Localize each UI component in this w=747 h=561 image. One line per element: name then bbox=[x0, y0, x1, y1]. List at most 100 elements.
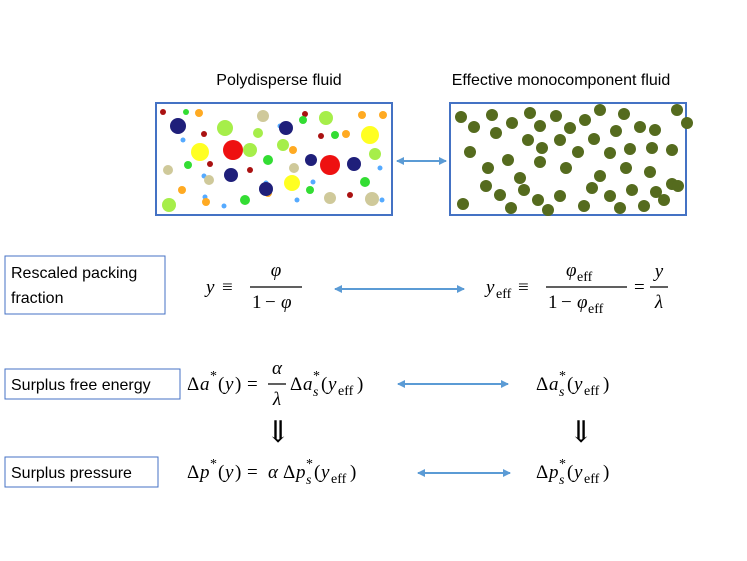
polydisperse-particle bbox=[223, 140, 243, 160]
svg-text:): ) bbox=[357, 374, 363, 395]
svg-text:eff: eff bbox=[584, 472, 600, 487]
svg-text:eff: eff bbox=[496, 287, 512, 302]
polydisperse-particle bbox=[253, 128, 263, 138]
monocomponent-particle bbox=[505, 202, 517, 214]
polydisperse-particles bbox=[160, 109, 387, 212]
free-energy-formula: Δ a * ( y ) = α λ Δ a * s ( y eff ) bbox=[187, 358, 363, 410]
monocomponent-particle bbox=[532, 194, 544, 206]
polydisperse-particle bbox=[277, 139, 289, 151]
svg-text:): ) bbox=[603, 462, 609, 483]
polydisperse-particle bbox=[180, 137, 186, 143]
svg-text:eff: eff bbox=[588, 302, 604, 317]
svg-text:): ) bbox=[350, 462, 356, 483]
effective-free-energy-formula: Δ a * s ( y eff ) bbox=[536, 369, 609, 400]
monocomponent-particle bbox=[554, 134, 566, 146]
monocomponent-particle bbox=[618, 108, 630, 120]
monocomponent-particle bbox=[614, 202, 626, 214]
polydisperse-particle bbox=[305, 154, 317, 166]
svg-text:s: s bbox=[559, 473, 565, 488]
monocomponent-particle bbox=[626, 184, 638, 196]
monocomponent-particle bbox=[572, 146, 584, 158]
polydisperse-particle bbox=[162, 198, 176, 212]
polydisperse-particle bbox=[347, 192, 353, 198]
monocomponent-particle bbox=[506, 117, 518, 129]
monocomponent-title: Effective monocomponent fluid bbox=[452, 72, 671, 89]
polydisperse-particle bbox=[318, 133, 324, 139]
polydisperse-particle bbox=[324, 192, 336, 204]
monocomponent-particle bbox=[672, 180, 684, 192]
svg-text:p: p bbox=[198, 462, 210, 483]
polydisperse-particle bbox=[170, 118, 186, 134]
svg-text:a: a bbox=[549, 374, 559, 395]
monocomponent-particle bbox=[666, 144, 678, 156]
svg-text:y: y bbox=[326, 374, 337, 395]
effective-packing-fraction-formula: y eff ≡ φ eff 1 − φ eff = y λ bbox=[484, 260, 668, 317]
svg-text:s: s bbox=[559, 385, 565, 400]
svg-text:p: p bbox=[294, 462, 306, 483]
svg-text:): ) bbox=[235, 374, 241, 395]
svg-text:(: ( bbox=[314, 462, 320, 483]
monocomponent-particle bbox=[624, 143, 636, 155]
svg-text:*: * bbox=[559, 457, 566, 472]
monocomponent-particle bbox=[554, 190, 566, 202]
polydisperse-particle bbox=[379, 197, 385, 203]
monocomponent-particle bbox=[658, 194, 670, 206]
polydisperse-particle bbox=[306, 186, 314, 194]
svg-text:=: = bbox=[247, 462, 258, 483]
polydisperse-particle bbox=[184, 161, 192, 169]
polydisperse-particle bbox=[247, 167, 253, 173]
svg-text:*: * bbox=[559, 369, 566, 384]
free-energy-label: Surplus free energy bbox=[11, 377, 151, 394]
monocomponent-particle bbox=[455, 111, 467, 123]
monocomponent-particle bbox=[534, 120, 546, 132]
svg-text:*: * bbox=[210, 457, 217, 472]
polydisperse-particle bbox=[310, 179, 316, 185]
monocomponent-particle bbox=[644, 166, 656, 178]
monocomponent-particle bbox=[468, 121, 480, 133]
monocomponent-particle bbox=[638, 200, 650, 212]
pressure-label: Surplus pressure bbox=[11, 465, 132, 482]
svg-text:Δ: Δ bbox=[187, 462, 199, 483]
polydisperse-particle bbox=[202, 198, 210, 206]
polydisperse-particle bbox=[302, 111, 308, 117]
polydisperse-particle bbox=[284, 175, 300, 191]
packing-fraction-formula: y ≡ φ 1 − φ bbox=[204, 260, 302, 313]
monocomponent-particle bbox=[604, 190, 616, 202]
monocomponent-particle bbox=[480, 180, 492, 192]
pressure-formula: Δ p * ( y ) = α Δ p * s ( y eff ) bbox=[187, 457, 356, 488]
svg-text:φ: φ bbox=[577, 292, 588, 313]
polydisperse-particle bbox=[224, 168, 238, 182]
monocomponent-particle bbox=[518, 184, 530, 196]
polydisperse-particle bbox=[319, 111, 333, 125]
polydisperse-particle bbox=[178, 186, 186, 194]
monocomponent-particle bbox=[514, 172, 526, 184]
svg-text:y: y bbox=[572, 374, 583, 395]
polydisperse-particle bbox=[289, 163, 299, 173]
monocomponent-particle bbox=[671, 104, 683, 116]
svg-text:φ: φ bbox=[566, 260, 577, 281]
right-implies-arrow: ⇓ bbox=[568, 416, 593, 449]
monocomponent-particle bbox=[649, 124, 661, 136]
svg-text:≡: ≡ bbox=[518, 277, 529, 298]
svg-text:λ: λ bbox=[272, 389, 281, 410]
monocomponent-particle bbox=[586, 182, 598, 194]
monocomponent-particles bbox=[455, 104, 693, 216]
polydisperse-particle bbox=[347, 157, 361, 171]
polydisperse-particle bbox=[377, 165, 383, 171]
svg-text:(: ( bbox=[218, 374, 224, 395]
monocomponent-particle bbox=[457, 198, 469, 210]
polydisperse-particle bbox=[221, 203, 227, 209]
svg-text:y: y bbox=[204, 277, 215, 298]
polydisperse-particle bbox=[365, 192, 379, 206]
monocomponent-particle bbox=[560, 162, 572, 174]
packing-fraction-label: Rescaled packing fraction bbox=[11, 265, 142, 307]
svg-text:Δ: Δ bbox=[536, 374, 548, 395]
svg-text:p: p bbox=[547, 462, 559, 483]
polydisperse-particle bbox=[217, 120, 233, 136]
monocomponent-particle bbox=[486, 109, 498, 121]
svg-text:Δ: Δ bbox=[283, 462, 295, 483]
monocomponent-fluid-panel bbox=[449, 102, 687, 216]
svg-text:=: = bbox=[247, 374, 258, 395]
polydisperse-title: Polydisperse fluid bbox=[216, 72, 341, 89]
polydisperse-particle bbox=[320, 155, 340, 175]
